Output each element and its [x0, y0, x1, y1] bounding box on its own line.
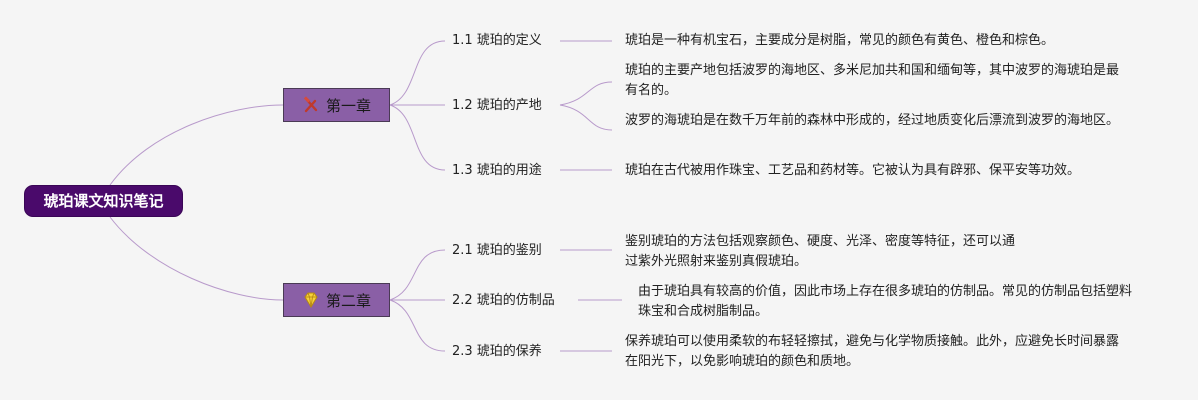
detail-1-2-a: 琥珀的主要产地包括波罗的海地区、多米尼加共和国和缅甸等，其中波罗的海琥珀是最有名…: [625, 63, 1120, 98]
section-1-2[interactable]: 1.2 琥珀的产地: [452, 98, 542, 113]
chapter-node-2[interactable]: 第二章: [283, 283, 390, 317]
section-2-2[interactable]: 2.2 琥珀的仿制品: [452, 293, 555, 308]
chapter-label: 第二章: [325, 291, 371, 310]
detail-1-2-b: 波罗的海琥珀是在数千万年前的森林中形成的，经过地质变化后漂流到波罗的海地区。: [625, 113, 1120, 128]
section-1-1[interactable]: 1.1 琥珀的定义: [452, 33, 542, 48]
connector-chapter-1-section-3: [389, 104, 446, 171]
connector-chapter-2-section-3: [389, 299, 446, 352]
detail-2-1: 鉴别琥珀的方法包括观察颜色、硬度、光泽、密度等特征，还可以通过紫外光照射来鉴别真…: [625, 234, 1016, 269]
detail-2-3: 保养琥珀可以使用柔软的布轻轻擦拭，避免与化学物质接触。此外，应避免长时间暴露在阳…: [625, 334, 1120, 369]
connector-section-1-2-detail-b: [559, 104, 613, 131]
detail-1-1: 琥珀是一种有机宝石，主要成分是树脂，常见的颜色有黄色、橙色和棕色。: [625, 33, 1055, 48]
root-node[interactable]: 琥珀课文知识笔记: [24, 185, 183, 217]
chapter-label: 第一章: [325, 96, 371, 115]
connector-chapter-2-section-1: [389, 249, 446, 301]
section-2-1[interactable]: 2.1 琥珀的鉴别: [452, 243, 542, 258]
detail-1-3: 琥珀在古代被用作珠宝、工艺品和药材等。它被认为具有辟邪、保平安等功效。: [625, 163, 1081, 178]
chapter-node-1[interactable]: 第一章: [283, 88, 390, 122]
hammer-and-pick-icon: [302, 96, 320, 114]
connector-chapter-1-section-1: [389, 40, 446, 106]
connector-section-1-2-detail-a: [559, 81, 613, 106]
section-2-3[interactable]: 2.3 琥珀的保养: [452, 344, 542, 359]
connector-root-chapter-1: [109, 104, 284, 186]
connector-root-chapter-2: [109, 216, 284, 301]
gem-icon: [302, 291, 320, 309]
section-1-3[interactable]: 1.3 琥珀的用途: [452, 163, 542, 178]
detail-2-2: 由于琥珀具有较高的价值，因此市场上存在很多琥珀的仿制品。常见的仿制品包括塑料珠宝…: [638, 284, 1133, 319]
